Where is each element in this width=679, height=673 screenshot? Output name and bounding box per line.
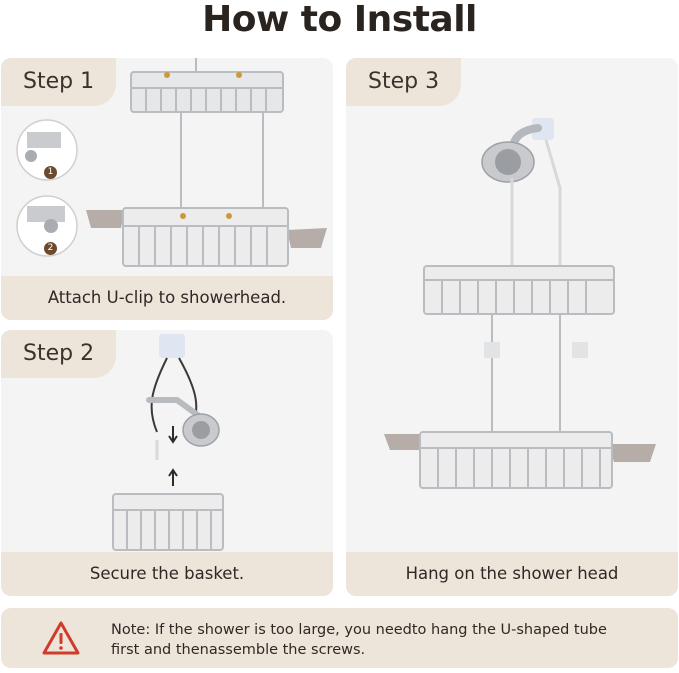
step-2-label: Step 2 [1, 330, 117, 378]
step-2-card: Step 2 Secure the basket. [1, 330, 333, 596]
note-line-2: first and thenassemble the screws. [111, 642, 366, 658]
step-2-illustration [112, 334, 224, 551]
marker-2: 2 [44, 242, 57, 255]
step-1-card: 1 2 Step 1 Attach U-clip to showerhead. [1, 58, 333, 320]
page-title: How to Install [202, 0, 477, 40]
step-2-caption: Secure the basket. [1, 552, 333, 596]
note-text: Note: If the shower is too large, you ne… [111, 620, 631, 660]
step-1-illustration [16, 58, 327, 267]
marker-1: 1 [44, 166, 57, 179]
step-3-caption: Hang on the shower head [346, 552, 678, 596]
note-line-1: Note: If the shower is too large, you ne… [111, 622, 607, 638]
step-3-card: Step 3 Hang on the shower head [346, 58, 678, 596]
warning-icon [42, 621, 80, 655]
step-1-caption: Attach U-clip to showerhead. [1, 276, 333, 320]
note-banner: Note: If the shower is too large, you ne… [1, 608, 678, 668]
step-3-illustration [384, 118, 656, 489]
step-1-label: Step 1 [1, 58, 117, 106]
step-3-label: Step 3 [346, 58, 462, 106]
